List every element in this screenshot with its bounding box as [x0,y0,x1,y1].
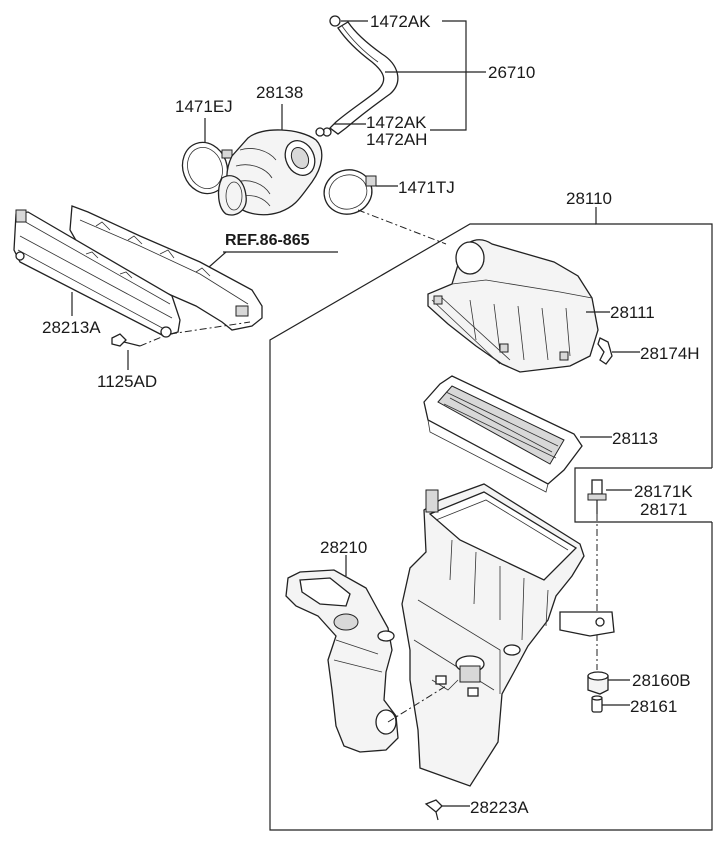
sub-frame-28171 [574,467,712,523]
label-28113: 28113 [612,429,658,448]
label-28174H: 28174H [640,344,700,363]
resonator-duct-28210 [285,569,399,753]
air-guide-28213A [13,209,181,338]
label-28171: 28171 [640,500,687,519]
insulator-28160B [587,671,609,695]
label-28138: 28138 [256,83,303,102]
air-cleaner-cover-28111 [427,239,599,373]
label-28161: 28161 [630,697,677,716]
intake-hose-28138 [217,127,325,216]
label-28213A: 28213A [42,318,101,337]
label-1472AK-mid: 1472AK [366,113,427,132]
label-1472AH: 1472AH [366,130,427,149]
air-filter-element-28113 [423,375,583,493]
assembly-frame-28110 [595,207,713,468]
hose-clamp-1471EJ [181,141,233,195]
cowl-cover-panel [69,205,263,331]
label-28171K: 28171K [634,482,693,501]
collar-28161 [591,695,603,713]
label-1472AK-top: 1472AK [370,12,431,31]
clip-28174H [597,337,613,365]
label-28223A: 28223A [470,798,529,817]
hose-clamp-1471TJ [323,169,377,215]
bolt-1125AD [111,333,141,347]
bolt-28171K [587,479,607,514]
label-28160B: 28160B [632,671,691,690]
breather-hose-26710 [322,15,399,137]
air-cleaner-body [401,483,615,787]
label-28210: 28210 [320,538,367,557]
label-28110: 28110 [566,189,612,208]
label-1125AD: 1125AD [97,372,157,391]
label-28111: 28111 [610,303,655,322]
ref-86-865: REF.86-865 [225,232,310,249]
label-1471TJ: 1471TJ [398,178,455,197]
label-26710: 26710 [488,63,535,82]
clip-28223A [424,799,443,821]
label-1471EJ: 1471EJ [175,97,233,116]
clamp-1472AK-top [329,15,341,27]
